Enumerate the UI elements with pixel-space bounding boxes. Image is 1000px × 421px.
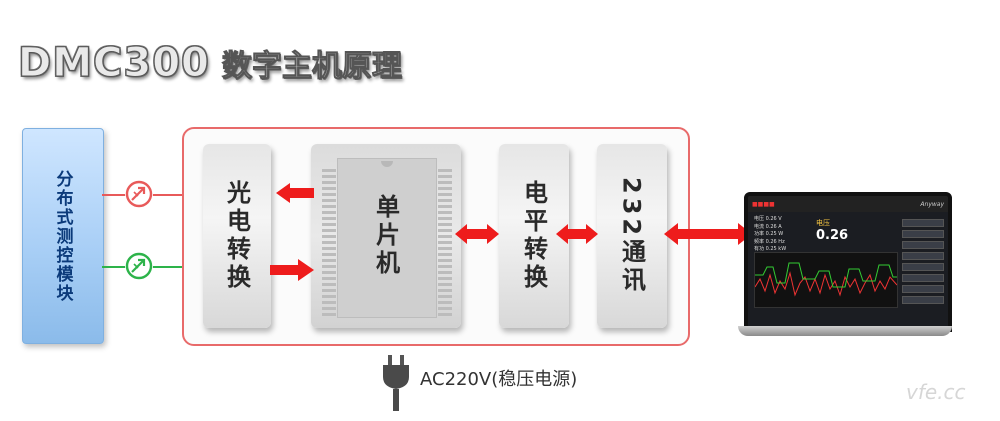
screen-waveform (754, 252, 898, 308)
screen-brand-right: Anyway (920, 200, 944, 208)
red-sensor-icon (125, 180, 153, 208)
reading-row: 有功 0.25 kW (754, 246, 787, 252)
green-sensor-icon (125, 252, 153, 280)
screen-button (902, 252, 944, 260)
rs232-comm-label: 232通讯 (617, 176, 646, 296)
laptop: ■■■■ Anyway 电压 0.26 V 电流 0.26 A 功率 0.25 … (738, 190, 952, 340)
screen-button (902, 241, 944, 249)
screen-side-panel (902, 216, 944, 320)
page-title: DMC300 数字主机原理 (18, 38, 403, 88)
watermark: vfe.cc (906, 380, 966, 404)
title-en: DMC300 (18, 40, 210, 87)
screen-button (902, 296, 944, 304)
mcu-module: 单片机 (311, 144, 461, 328)
screen-brand-left: ■■■■ (752, 200, 775, 208)
reading-row: 功率 0.25 W (754, 231, 784, 237)
distributed-module-box: 分布式测控模块 (22, 128, 104, 344)
title-cn: 数字主机原理 (221, 49, 402, 85)
distributed-module-label: 分布式测控模块 (52, 169, 73, 303)
waveform-svg (754, 262, 898, 297)
screen-button (902, 230, 944, 238)
screen-button (902, 219, 944, 227)
mcu-label: 单片机 (371, 194, 400, 278)
waveform-red (754, 271, 898, 297)
level-conversion-module: 电平转换 (499, 144, 569, 328)
screen-topbar: ■■■■ Anyway (748, 196, 948, 212)
screen-readings: 电压 0.26 V 电流 0.26 A 功率 0.25 W 频率 0.26 Hz… (754, 216, 786, 254)
screen-button (902, 263, 944, 271)
screen-button (902, 274, 944, 282)
screen-big-reading: 电压 0.26 (816, 218, 848, 243)
level-conversion-label: 电平转换 (519, 180, 548, 292)
waveform-green (755, 262, 897, 288)
reading-row: 频率 0.26 Hz (754, 238, 785, 245)
screen-button (902, 285, 944, 293)
optical-conversion-label: 光电转换 (222, 180, 251, 292)
chip-pins-right (438, 169, 452, 319)
reading-row: 电压 0.26 V (754, 216, 782, 222)
optical-conversion-module: 光电转换 (203, 144, 271, 328)
chip-notch (381, 161, 393, 167)
power-plug-icon (381, 355, 411, 415)
big-reading-value: 0.26 (816, 228, 849, 243)
rs232-comm-module: 232通讯 (597, 144, 667, 328)
mcu-chip (322, 158, 452, 319)
reading-row: 电流 0.26 A (754, 223, 782, 230)
chip-pins-left (322, 169, 336, 319)
big-reading-label: 电压 (816, 219, 830, 227)
laptop-screen: ■■■■ Anyway 电压 0.26 V 电流 0.26 A 功率 0.25 … (744, 192, 952, 332)
power-label: AC220V(稳压电源) (420, 369, 578, 390)
laptop-base (738, 326, 952, 336)
